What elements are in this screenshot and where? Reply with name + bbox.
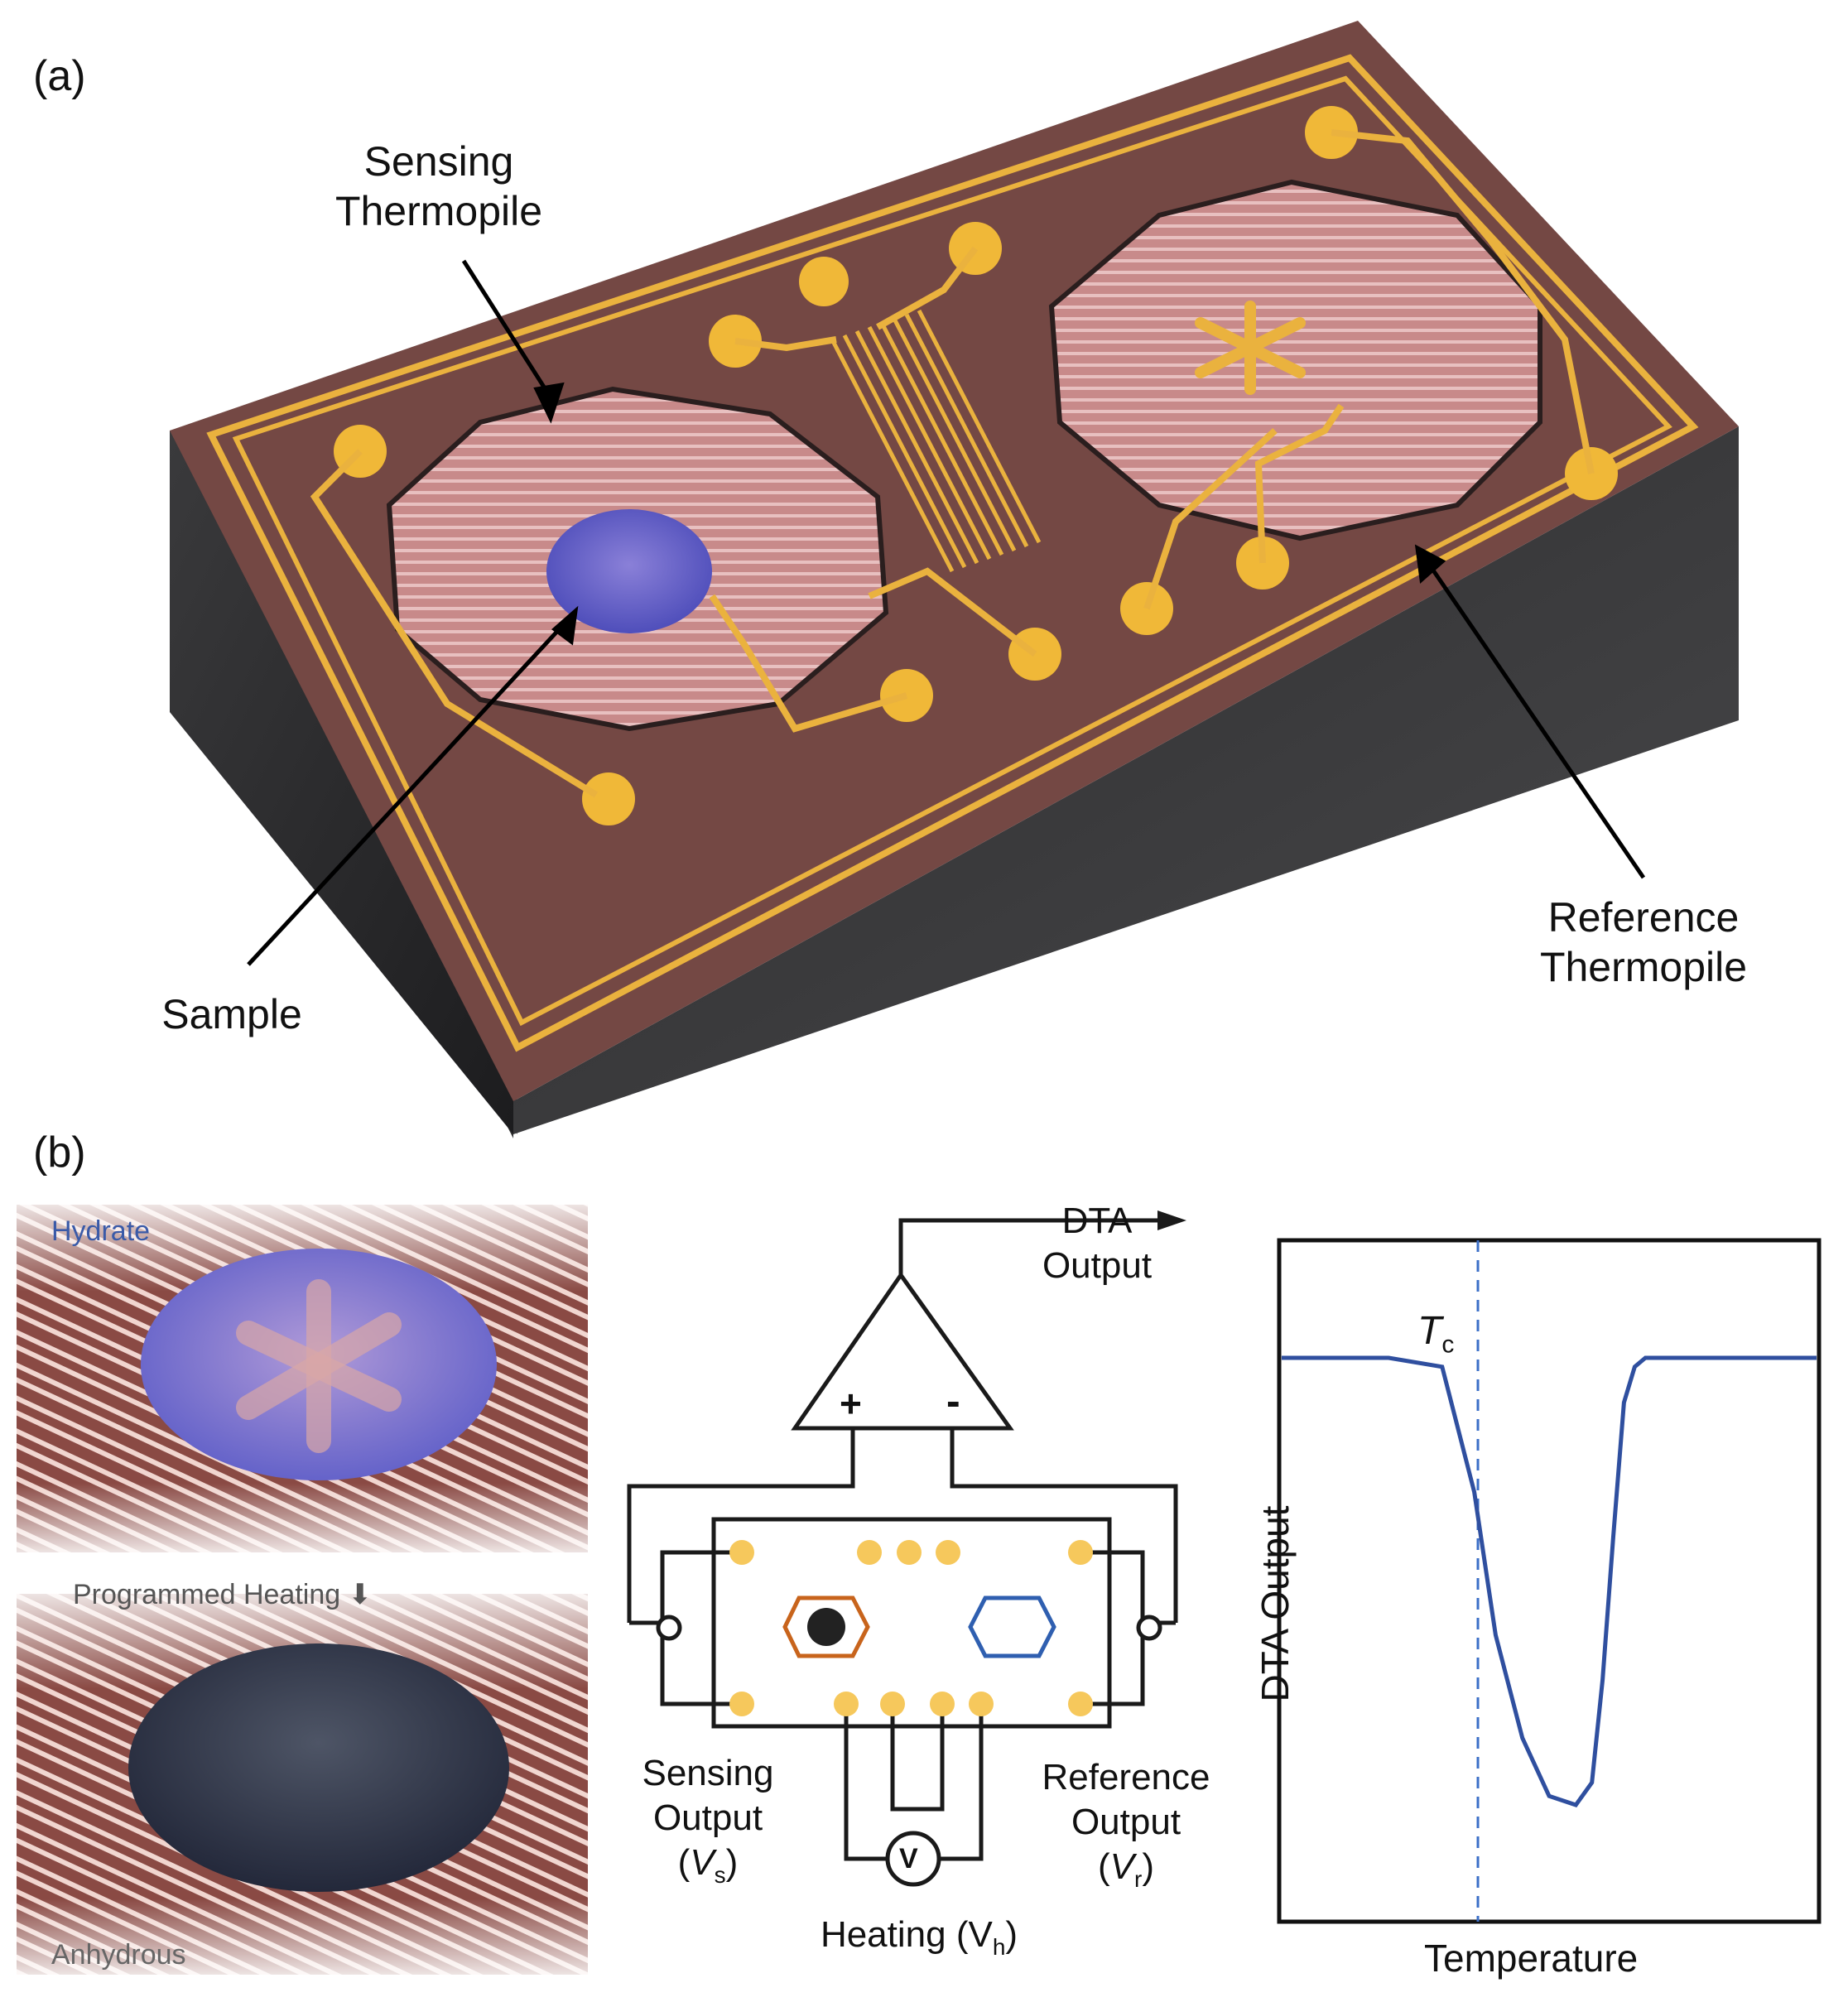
sensing-output-label: Sensing Output (Vs) — [609, 1751, 807, 1898]
chart-frame — [1277, 1238, 1822, 1924]
sample-callout: Sample — [161, 991, 302, 1037]
minus-sign: - — [946, 1378, 960, 1424]
minus-input-wire — [950, 1428, 1178, 1623]
sensing-terminal-node — [656, 1615, 682, 1641]
sensing-hexagon — [782, 1595, 870, 1658]
gold-traces — [310, 129, 1595, 798]
chip-schematic-box — [711, 1517, 1112, 1729]
schematic-pads — [729, 1540, 1093, 1716]
heating-close: ) — [1005, 1914, 1018, 1955]
chip-block-left — [170, 431, 513, 1134]
sensing-output-line1: Sensing — [642, 1753, 774, 1793]
plus-input-wire — [627, 1428, 855, 1623]
tc-annotation: Tc — [1417, 1308, 1454, 1360]
programmed-heating-text: Programmed Heating — [73, 1579, 341, 1610]
hydrate-label: Hydrate — [51, 1215, 151, 1247]
sensing-v: V — [690, 1842, 715, 1883]
reference-v: V — [1109, 1846, 1135, 1887]
dta-output-line2: Output — [1042, 1245, 1153, 1286]
amplifier-output-wire — [898, 1218, 1159, 1275]
sensing-thermopile-callout: Sensing Thermopile — [298, 137, 580, 236]
heater-loop-wire — [890, 1704, 945, 1812]
chart-x-label: Temperature — [1424, 1937, 1639, 1980]
gold-frame-outer — [206, 54, 1699, 1052]
programmed-heating-label: Programmed Heating ⬇ — [73, 1578, 372, 1611]
gold-frame-inner — [232, 75, 1672, 1027]
heater-meander — [830, 309, 1042, 573]
dta-output-label: DTA Output — [1014, 1199, 1180, 1288]
hydrate-star-pattern — [236, 1279, 402, 1453]
reference-thermopile — [1048, 179, 1542, 541]
sensing-output-symbol: (Vs) — [677, 1842, 739, 1888]
dta-curve — [1282, 1355, 1817, 1807]
tc-symbol: T — [1417, 1309, 1442, 1353]
chip-block-front — [513, 426, 1739, 1134]
reference-output-label: Reference Output (Vr) — [1010, 1755, 1242, 1902]
sensing-output-line2: Output — [652, 1797, 763, 1838]
down-arrow-icon: ⬇ — [348, 1579, 373, 1610]
sensing-callout-line2: Thermopile — [334, 188, 543, 234]
plus-sign: + — [840, 1382, 862, 1425]
reference-callout-line2: Thermopile — [1539, 944, 1748, 990]
panel-a-label: (a) — [33, 52, 86, 100]
reference-hexagon — [968, 1595, 1056, 1658]
reference-output-line2: Output — [1071, 1802, 1181, 1842]
reference-output-symbol: (Vr) — [1098, 1846, 1154, 1892]
tc-subscript: c — [1441, 1331, 1455, 1359]
voltmeter-wire-left — [844, 1704, 888, 1861]
sensing-callout-line1: Sensing — [363, 138, 514, 185]
reference-terminal-node — [1136, 1615, 1162, 1641]
heating-text: Heating (V — [820, 1914, 993, 1955]
heating-sub: h — [992, 1933, 1006, 1960]
callout-arrows — [247, 259, 1646, 966]
voltmeter-symbol: V — [899, 1843, 918, 1874]
amplifier-triangle — [791, 1271, 1014, 1431]
reference-output-line1: Reference — [1042, 1757, 1210, 1797]
heater-star — [1195, 301, 1306, 395]
reference-thermopile-callout: Reference Thermopile — [1503, 893, 1784, 992]
sensing-sub: s — [714, 1861, 726, 1888]
reference-callout-line1: Reference — [1547, 894, 1740, 941]
chart-y-label: DTA Output — [1254, 1505, 1297, 1702]
sensing-sample-dot — [807, 1608, 845, 1646]
voltmeter-wire-right — [940, 1704, 984, 1861]
anhydrous-label: Anhydrous — [51, 1939, 186, 1971]
dta-output-line1: DTA — [1061, 1201, 1133, 1241]
sample-droplet — [546, 509, 712, 633]
reference-sub: r — [1134, 1865, 1143, 1892]
heating-label: Heating (Vh) — [795, 1913, 1043, 1970]
voltmeter-circle — [885, 1831, 941, 1887]
anhydrous-droplet — [128, 1643, 509, 1892]
output-arrowhead — [1157, 1210, 1186, 1230]
panel-b-label: (b) — [33, 1129, 86, 1177]
